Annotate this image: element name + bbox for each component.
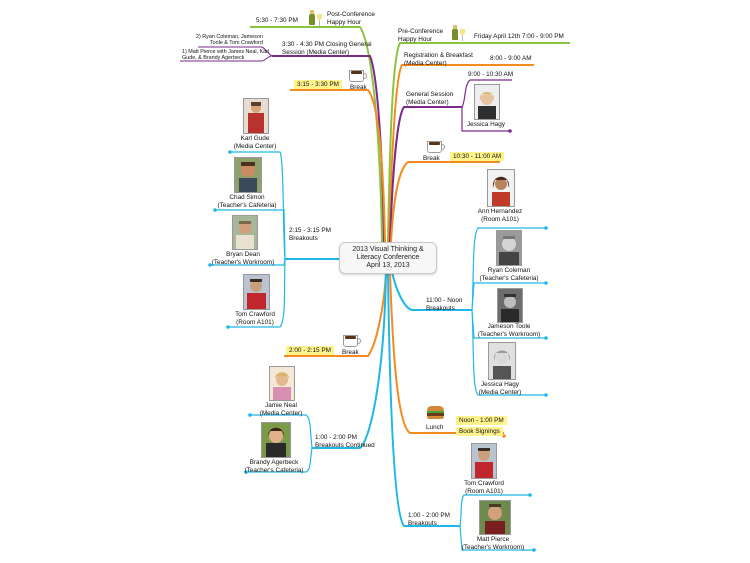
branch-breakouts-continued-fan — [246, 414, 313, 473]
lunch-time: Noon - 1:00 PM — [456, 416, 507, 425]
branch-breakouts-1-fan — [210, 151, 286, 328]
ryan-coleman-label: Ryan Coleman (Teacher's Cafeteria) — [479, 267, 539, 282]
endpoint-dot-general — [508, 129, 512, 133]
karl-gude-photo — [243, 98, 269, 134]
branch-breakouts-pm-fan — [459, 494, 534, 551]
break-1-time: 3:15 - 3:30 PM — [294, 80, 342, 89]
brandy-agerbeck-photo — [261, 422, 291, 458]
breakouts-1-topic[interactable]: 2:15 - 3:15 PM Breakouts — [289, 227, 331, 242]
beer-bottle-icon — [452, 25, 458, 40]
brandy-agerbeck-label: Brandy Agerbeck (Teacher's Cafeteria) — [244, 459, 304, 474]
jamie-neal-label: Jamie Neal (Media Center) — [259, 402, 303, 417]
post-conference-title[interactable]: Post-Conference Happy Hour — [327, 11, 375, 26]
coffee-cup-icon — [349, 70, 367, 82]
ann-hernandez-label: Ann Hernandez (Room A101) — [477, 208, 523, 223]
closing-note-2: 2) Ryan Coleman, Jameson Toole & Tom Cra… — [196, 34, 263, 47]
branch-general-person — [461, 79, 512, 132]
tom-crawford-photo — [471, 443, 497, 479]
central-topic-line-2: Literacy Conference — [356, 254, 420, 261]
branch-breakouts-pm — [387, 271, 460, 527]
breakouts-am-topic[interactable]: 11:00 - Noon Breakouts — [426, 297, 463, 312]
breakouts-pm-topic[interactable]: 1:00 - 2:00 PM Breakouts — [408, 512, 450, 527]
branch-break-1 — [290, 89, 386, 243]
book-signings-label: Book Signings — [456, 427, 503, 436]
branch-break-2 — [284, 271, 387, 357]
endpoint-dot-lunch — [502, 434, 506, 438]
tom-crawford-label-left: Tom Crawford (Room A101) — [235, 311, 275, 326]
jamie-neal-photo — [269, 366, 295, 401]
chad-simon-photo — [234, 157, 262, 193]
general-session-title[interactable]: General Session (Media Center) — [406, 91, 454, 106]
jessica-hagy-photo-general — [474, 84, 500, 120]
pre-conference-title[interactable]: Pre-Conference Happy Hour — [398, 28, 444, 43]
break-1-label: Break — [350, 84, 367, 91]
burger-icon — [427, 406, 444, 419]
tom-crawford-photo — [243, 274, 270, 310]
tom-crawford-label-right: Tom Crawford (Room A101) — [464, 480, 504, 495]
karl-gude-label: Karl Gude (Media Center) — [233, 135, 277, 150]
branch-break-am — [390, 161, 500, 243]
jameson-toole-label: Jameson Toole (Teacher's Workroom) — [477, 323, 541, 338]
branch-breakouts-am — [391, 271, 472, 311]
branch-registration — [388, 64, 534, 243]
break-am-label: Break — [423, 155, 440, 162]
coffee-cup-icon — [343, 335, 361, 347]
matt-pierce-photo — [479, 500, 511, 535]
endpoint-dots — [208, 150, 548, 552]
branch-breakouts-am-fan — [471, 227, 546, 396]
registration-title[interactable]: Registration & Breakfast (Media Center) — [404, 52, 473, 67]
chad-simon-label: Chad Simon (Teacher's Cafeteria) — [217, 194, 277, 209]
branch-general-session — [389, 106, 462, 243]
general-session-person: Jessica Hagy — [466, 121, 505, 128]
central-topic-line-3: April 13, 2013 — [366, 262, 410, 269]
branch-breakouts-continued — [312, 271, 387, 449]
breakouts-continued-topic[interactable]: 1:00 - 2:00 PM Breakouts Continued — [315, 434, 375, 449]
lunch-label: Lunch — [426, 424, 444, 431]
post-conference-time: 5:30 - 7:30 PM — [256, 17, 298, 24]
jessica-hagy-photo — [488, 342, 516, 380]
jessica-hagy-label: Jessica Hagy (Media Center) — [478, 381, 522, 396]
central-topic[interactable]: 2013 Visual Thinking & Literacy Conferen… — [339, 242, 437, 274]
pre-conference-time: Friday April 12th 7:00 - 9:00 PM — [474, 33, 564, 40]
closing-note-1: 1) Matt Pierce with James Neal, Karl Gud… — [182, 49, 270, 62]
jameson-toole-photo — [497, 288, 523, 323]
branch-post-conference — [250, 26, 383, 243]
branch-pre-conference — [387, 42, 570, 243]
coffee-cup-icon — [427, 141, 445, 153]
bryan-dean-photo — [232, 215, 258, 250]
break-am-time: 10:30 - 11:00 AM — [450, 152, 505, 161]
beer-glass-icon — [317, 14, 322, 26]
registration-time: 8:00 - 9:00 AM — [490, 55, 532, 62]
beer-glass-icon — [460, 29, 465, 41]
break-2-time: 2:00 - 2:15 PM — [286, 346, 334, 355]
central-topic-line-1: 2013 Visual Thinking & — [352, 246, 424, 253]
bryan-dean-label: Bryan Dean (Teacher's Workroom) — [211, 251, 275, 266]
beer-bottle-icon — [309, 10, 315, 25]
ann-hernandez-photo — [487, 169, 515, 207]
branch-closing-note-2 — [198, 46, 273, 57]
branch-closing-note-1 — [180, 55, 273, 62]
general-session-time: 9:00 - 10:30 AM — [468, 71, 514, 78]
break-2-label: Break — [342, 349, 359, 356]
closing-session-title[interactable]: 3:30 - 4:30 PM Closing General Session (… — [282, 41, 372, 56]
branch-lunch — [389, 271, 504, 434]
matt-pierce-label: Matt Pierce (Teacher's Workroom) — [461, 536, 525, 551]
ryan-coleman-photo — [496, 230, 522, 266]
